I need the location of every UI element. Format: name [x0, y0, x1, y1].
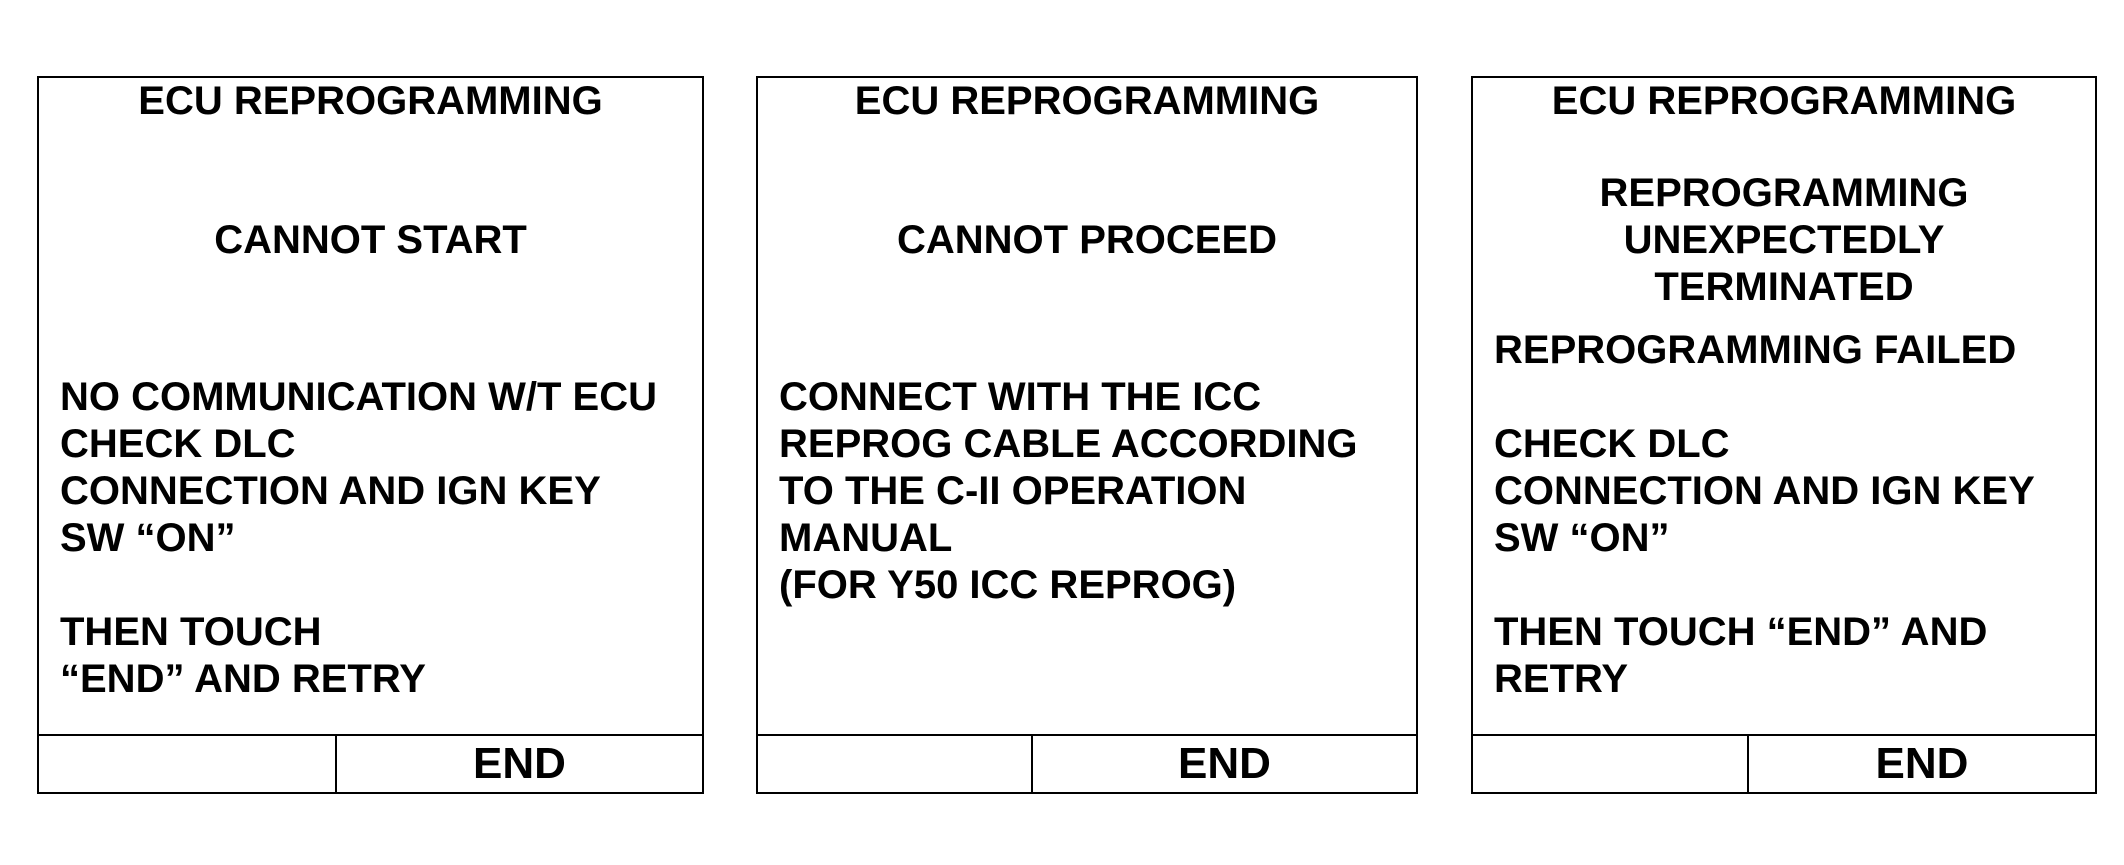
- status-line: CANNOT PROCEED: [896, 218, 1278, 262]
- message-line: THEN TOUCH “END” AND: [1494, 610, 1988, 654]
- empty-softkey: [39, 736, 337, 792]
- screen-title: ECU REPROGRAMMING: [138, 79, 603, 123]
- bottom-button-bar: END: [1473, 734, 2095, 792]
- message-line: THEN TOUCH: [60, 610, 322, 654]
- message-line: CONNECTION AND IGN KEY: [60, 469, 601, 513]
- ecu-reprogramming-screen-terminated: ECU REPROGRAMMING REPROGRAMMING UNEXPECT…: [1471, 76, 2097, 794]
- message-line: “END” AND RETRY: [60, 657, 426, 701]
- status-line: REPROGRAMMING: [1599, 171, 1969, 215]
- screen-title: ECU REPROGRAMMING: [1551, 79, 2017, 123]
- message-line: SW “ON”: [1494, 516, 1670, 560]
- empty-softkey: [758, 736, 1033, 792]
- end-button[interactable]: END: [1178, 739, 1271, 788]
- status-line: UNEXPECTEDLY: [1623, 218, 1945, 262]
- message-line: REPROGRAMMING FAILED: [1494, 328, 2017, 372]
- message-line: MANUAL: [779, 516, 953, 560]
- ecu-reprogramming-screen-cannot-start: ECU REPROGRAMMING CANNOT START NO COMMUN…: [37, 76, 704, 794]
- message-line: CONNECT WITH THE ICC: [779, 375, 1262, 419]
- status-line: CANNOT START: [214, 218, 527, 262]
- end-button[interactable]: END: [1875, 739, 1969, 788]
- bottom-button-bar: END: [758, 734, 1416, 792]
- message-line: SW “ON”: [60, 516, 236, 560]
- message-line: CONNECTION AND IGN KEY: [1494, 469, 2035, 513]
- message-line: TO THE C-II OPERATION: [779, 469, 1247, 513]
- message-line: NO COMMUNICATION W/T ECU: [60, 375, 657, 419]
- message-line: CHECK DLC: [1494, 422, 1730, 466]
- ecu-reprogramming-screen-cannot-proceed: ECU REPROGRAMMING CANNOT PROCEED CONNECT…: [756, 76, 1418, 794]
- screen-title: ECU REPROGRAMMING: [854, 79, 1320, 123]
- message-line: RETRY: [1494, 657, 1629, 701]
- bottom-button-bar: END: [39, 734, 702, 792]
- empty-softkey: [1473, 736, 1749, 792]
- end-button[interactable]: END: [473, 739, 566, 788]
- message-line: (FOR Y50 ICC REPROG): [779, 563, 1237, 607]
- status-line: TERMINATED: [1654, 265, 1914, 309]
- message-line: REPROG CABLE ACCORDING: [779, 422, 1358, 466]
- message-line: CHECK DLC: [60, 422, 296, 466]
